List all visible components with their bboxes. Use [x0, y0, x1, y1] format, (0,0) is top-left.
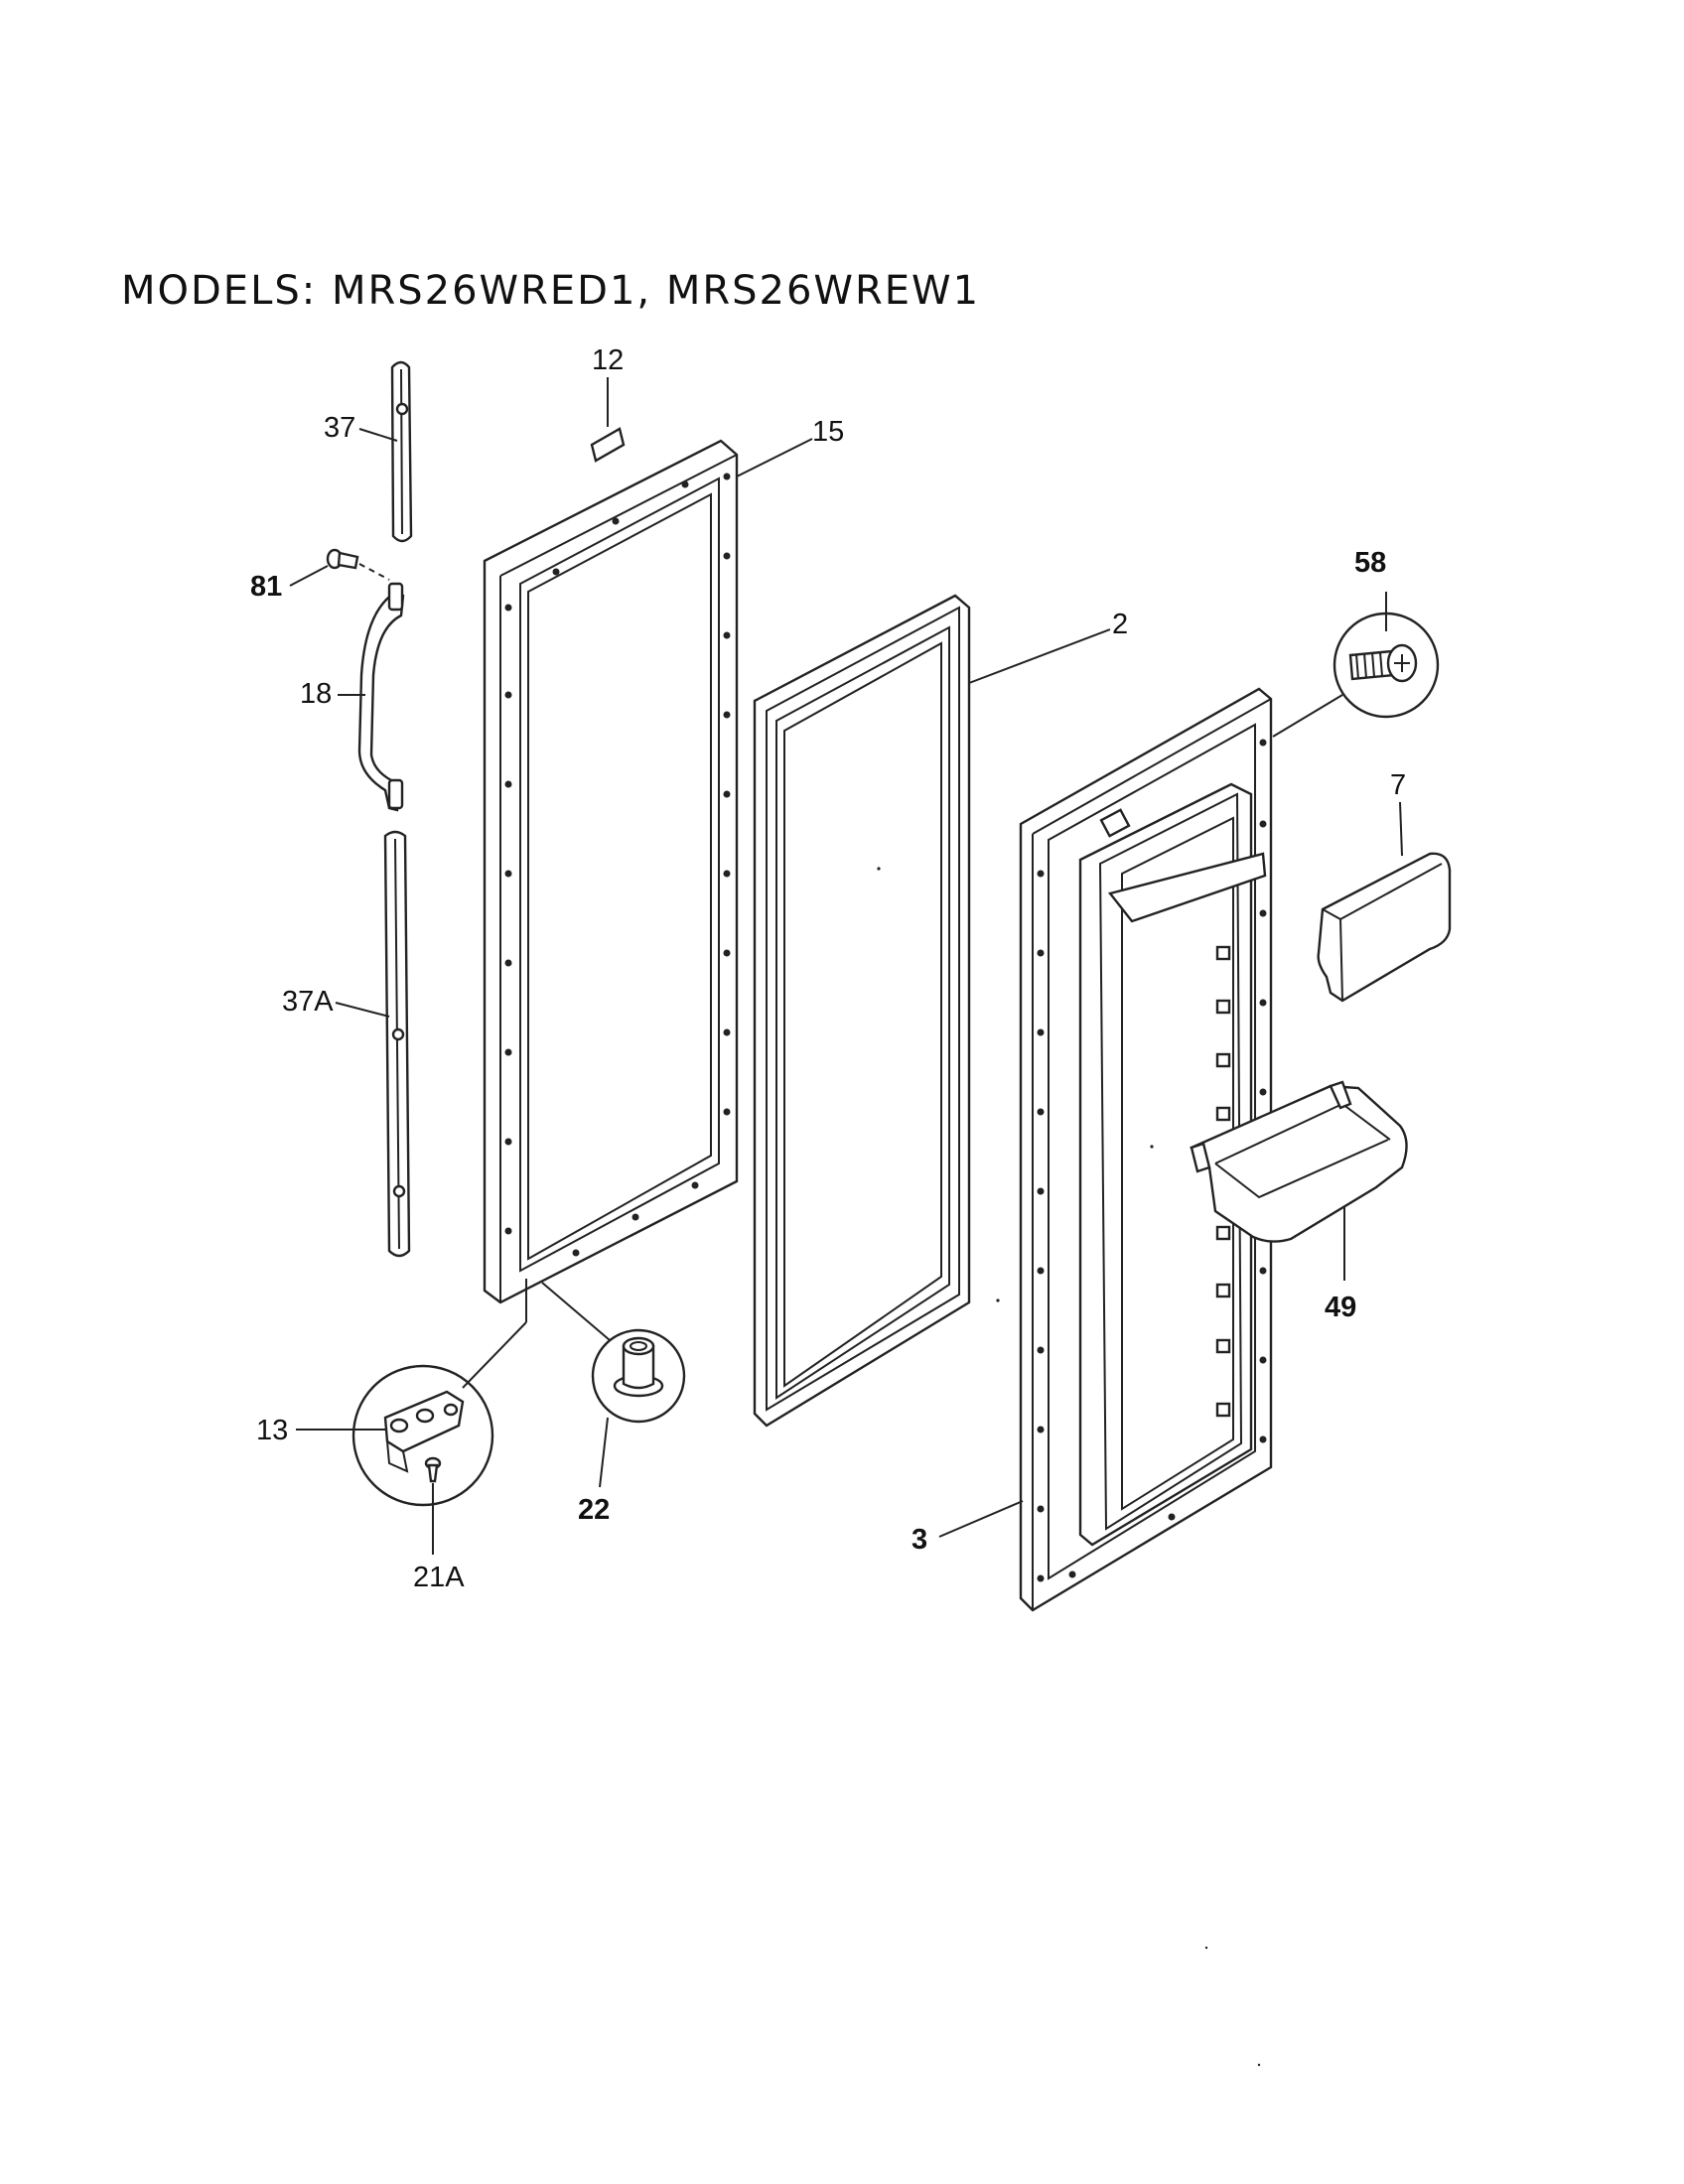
callout-37: 37: [324, 412, 355, 444]
part-21A-screw: [424, 1456, 442, 1483]
leader-7: [1399, 801, 1403, 857]
leader-15: [736, 438, 813, 478]
callout-49: 49: [1325, 1292, 1356, 1323]
part-58-screw-detail: [1333, 612, 1440, 719]
diagram-title: MODELS: MRS26WRED1, MRS26WREW1: [121, 268, 981, 314]
callout-21A: 21A: [413, 1562, 465, 1593]
leader-22-detail: [541, 1282, 611, 1341]
callout-12: 12: [592, 344, 624, 376]
leader-58-detail: [1272, 694, 1343, 738]
leader-37: [358, 428, 398, 442]
callout-2: 2: [1112, 609, 1128, 640]
part-22-bushing-detail: [591, 1328, 686, 1424]
callout-7: 7: [1390, 769, 1406, 801]
callout-22: 22: [578, 1494, 610, 1526]
part-13-hinge-bracket-detail: [351, 1364, 494, 1507]
liner-screw-holes: [1037, 739, 1267, 1582]
part-7-dairy-door: [1317, 852, 1452, 1003]
leader-2: [968, 628, 1111, 684]
part-81-screw: [326, 548, 390, 581]
leader-81: [289, 565, 329, 587]
leader-3: [938, 1500, 1024, 1538]
leader-13-detail: [462, 1321, 527, 1389]
callout-15: 15: [812, 416, 844, 448]
part-37-trim-strip: [390, 360, 413, 543]
part-18-door-handle: [357, 582, 405, 812]
callout-58: 58: [1354, 547, 1386, 579]
leader-22: [599, 1417, 609, 1488]
leader-37A: [335, 1002, 390, 1018]
frame-screw-holes: [504, 473, 731, 1257]
callout-81: 81: [250, 571, 282, 603]
part-49-door-bin: [1190, 1080, 1408, 1243]
part-15-door-frame: [483, 439, 739, 1304]
part-3-door-liner: [1019, 687, 1273, 1612]
callout-13: 13: [256, 1415, 288, 1446]
callout-37A: 37A: [282, 986, 334, 1018]
callout-3: 3: [912, 1524, 927, 1556]
part-2-door-gasket: [753, 594, 971, 1428]
part-37A-trim-strip: [383, 830, 411, 1258]
callout-18: 18: [300, 678, 332, 710]
part-12-label: [590, 427, 626, 463]
